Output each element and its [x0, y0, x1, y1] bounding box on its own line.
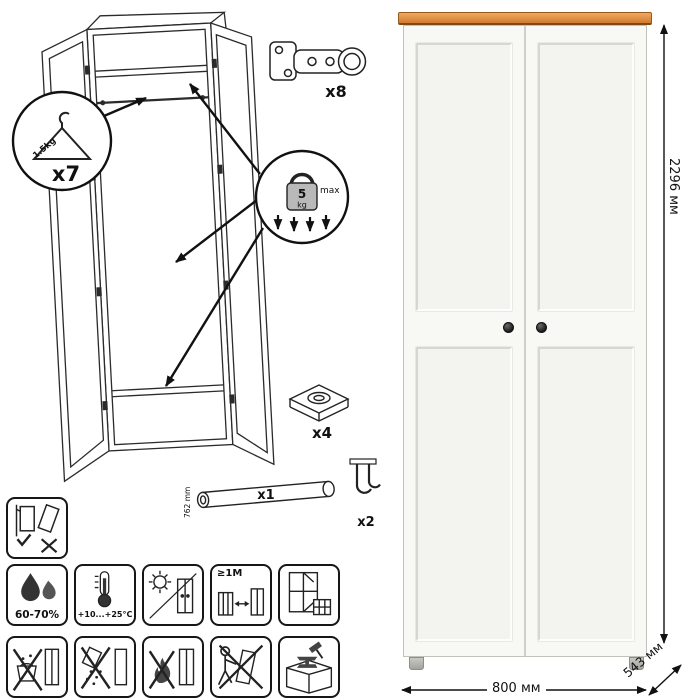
- shelf-load-callout: 5 kg max: [254, 149, 350, 245]
- right-door-upper-panel: [538, 43, 634, 311]
- temperature-value: +10...+25°C: [77, 610, 133, 619]
- hinge-mark: [211, 58, 218, 69]
- no-direct-sunlight-icon: [142, 564, 204, 626]
- left-door-knob: [503, 322, 514, 333]
- foot-callout: x4: [288, 384, 350, 442]
- hooks-callout: x2: [349, 458, 381, 530]
- hook-icon: [349, 458, 381, 494]
- heater-distance-icon: ≥1M: [210, 564, 272, 626]
- hinge-mark: [96, 287, 102, 297]
- hanger-count-label: x7: [52, 162, 80, 186]
- no-pushing-icon: [210, 636, 272, 698]
- hammer-icon: [308, 641, 324, 659]
- wardrobe-top-trim: [398, 12, 652, 25]
- right-door-knob: [536, 322, 547, 333]
- right-door-lower-panel: [538, 347, 634, 641]
- hook-count-label: x2: [357, 515, 374, 530]
- depth-dimension-line: [648, 664, 682, 696]
- humidity-icon: 60-70%: [6, 564, 68, 626]
- wardrobe-foot-left: [409, 657, 424, 670]
- wardrobe-foot-right: [629, 657, 644, 670]
- no-abrasives-icon: [74, 636, 136, 698]
- rod-icon: [196, 480, 335, 509]
- anvil-icon: [296, 656, 318, 668]
- height-dimension-label: 2296 мм: [666, 158, 681, 215]
- min-distance-value: ≥1M: [217, 568, 243, 579]
- wireframe-cabinet: [41, 11, 275, 483]
- hinge-callout: x8: [269, 41, 367, 101]
- wardrobe-left-door: [404, 26, 524, 656]
- hinge-icon: [269, 41, 367, 81]
- callout-arrows: [103, 83, 265, 387]
- wireframe-diagram: 1.5kg x7 5 kg max: [11, 11, 381, 530]
- wardrobe-body: [403, 25, 647, 657]
- hinge-count-label: x8: [325, 82, 346, 101]
- hinge-mark: [84, 65, 91, 75]
- rod-length-label: 762 mm: [183, 487, 192, 518]
- left-door-upper-panel: [416, 43, 512, 311]
- anti-tip-warning-icon: [6, 497, 68, 559]
- open-right-door: [210, 22, 275, 466]
- door-gap: [524, 26, 526, 656]
- ventilation-window-icon: [278, 564, 340, 626]
- hanging-rod: [96, 96, 209, 105]
- shelf-load-unit: kg: [297, 201, 307, 210]
- humidity-value: 60-70%: [14, 609, 60, 621]
- load-arrows: [273, 215, 331, 233]
- foot-count-label: x4: [312, 424, 332, 442]
- rod-callout: 762 mm x1: [183, 480, 335, 518]
- hanger-icon: [31, 126, 93, 160]
- hinge-mark: [217, 164, 223, 174]
- hinge-mark: [229, 394, 235, 404]
- shelf-load-max: max: [320, 186, 340, 196]
- no-heat-sources-icon: [142, 636, 204, 698]
- wardrobe-right-door: [526, 26, 646, 656]
- width-dimension-label: 800 мм: [487, 681, 546, 696]
- no-hammering-icon: [278, 636, 340, 698]
- foot-icon: [288, 384, 350, 422]
- temperature-icon: +10...+25°C: [74, 564, 136, 626]
- weight-icon: [289, 172, 315, 186]
- hanger-callout: 1.5kg x7: [11, 90, 113, 192]
- shelf-load-value: 5: [298, 187, 306, 201]
- rod-count-label: x1: [257, 488, 274, 503]
- no-wet-cleaning-icon: [6, 636, 68, 698]
- hinge-mark: [102, 400, 108, 411]
- left-door-lower-panel: [416, 347, 512, 641]
